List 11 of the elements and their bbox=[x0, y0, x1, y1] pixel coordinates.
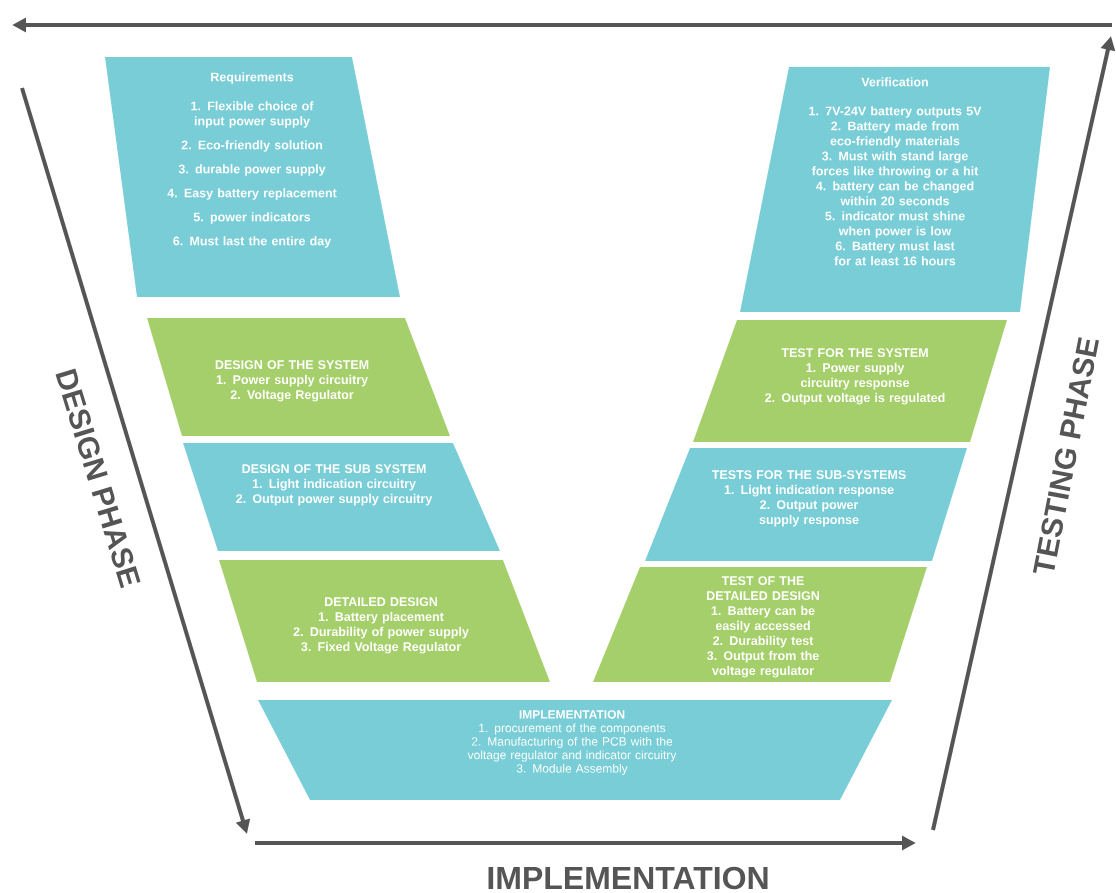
phase-label: TESTING PHASE bbox=[1032, 337, 1099, 573]
process-box: TEST FOR THE SYSTEM 1. Power supply circuitry response 2. Output voltage is regulated bbox=[693, 320, 1007, 442]
phase-label: IMPLEMENTATION bbox=[488, 866, 768, 890]
process-box: TESTS FOR THE SUB-SYSTEMS 1. Light indication response 2. Output power supply response bbox=[645, 448, 967, 561]
process-box: Requirements 1. Flexible choice of input power supply 2. Eco-friendly solution 3. durable power supply 4. Easy battery replacement 5. power indicators 6. Must last the entire day bbox=[105, 57, 400, 297]
process-box: DESIGN OF THE SUB SYSTEM 1. Light indication circuitry 2. Output power supply circuitry bbox=[183, 443, 500, 551]
process-box: DETAILED DESIGN 1. Battery placement 2. Durability of power supply 3. Fixed Voltage Regulator bbox=[219, 560, 550, 682]
process-box: TEST OF THE DETAILED DESIGN 1. Battery can be easily accessed 2. Durability test 3. Output from the voltage regulator bbox=[593, 567, 927, 682]
process-box: DESIGN OF THE SYSTEM 1. Power supply circuitry 2. Voltage Regulator bbox=[147, 318, 450, 436]
process-box: IMPLEMENTATION 1. procurement of the components 2. Manufacturing of the PCB with the voltage regulator and indicator circuitry 3. Module Assembly bbox=[258, 700, 892, 800]
process-box: Verification 1. 7V-24V battery outputs 5V 2. Battery made from eco-friendly materials 3. Must with stand large forces like throwing or a hit 4. battery can be changed within 20 seconds 5. indicator must shine when power is low 6. Battery must last for at least 16 hours bbox=[740, 67, 1050, 312]
